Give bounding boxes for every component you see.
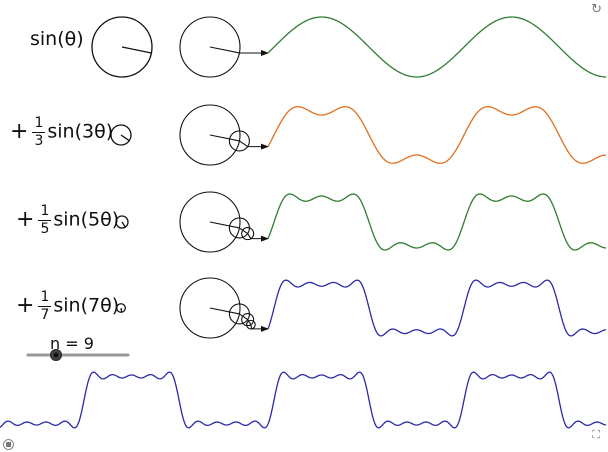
- fraction-numerator: 1: [38, 203, 52, 221]
- epicycle-circle-3: [228, 130, 250, 152]
- epicycle-radius-5: [247, 233, 252, 239]
- fraction-denominator: 5: [40, 220, 50, 237]
- partial-sum-wave-4: [267, 279, 607, 337]
- refresh-icon[interactable]: ↻: [591, 2, 602, 17]
- partial-sum-wave-3: [267, 193, 607, 251]
- epicycle-radius-1: [209, 46, 240, 54]
- epicycle-circle-7: [246, 319, 256, 330]
- slider-label: n = 9: [50, 334, 94, 353]
- fraction-numerator: 1: [32, 115, 46, 133]
- term-radius-5: [121, 221, 126, 228]
- term-radius-7: [120, 307, 123, 313]
- term-circle-3: [110, 124, 132, 146]
- term-circle-5: [115, 215, 129, 229]
- term-circle-7: [116, 303, 126, 313]
- term-func-3: sin(3θ): [47, 120, 114, 143]
- epicycle-radius-7: [250, 324, 253, 329]
- final-wave: [0, 371, 607, 429]
- epicycle-radius-3: [239, 140, 248, 148]
- epicycle-circle-5: [241, 227, 255, 241]
- fraction-numerator: 1: [38, 289, 52, 307]
- term-func-7: sin(7θ): [53, 294, 120, 317]
- term-func-1: sin(θ): [30, 28, 84, 50]
- term-prefix-5: +: [16, 206, 35, 232]
- epicycle-circle-1: [179, 191, 241, 253]
- slider-handle-dot: [53, 352, 59, 358]
- epicycle-circle-1: [179, 104, 241, 166]
- term-radius-3: [120, 134, 130, 142]
- fraction-denominator: 7: [40, 306, 50, 323]
- epicycle-circle-1: [179, 277, 241, 339]
- partial-sum-waves: [0, 16, 607, 429]
- epicycle-radius-1: [209, 134, 240, 142]
- epicycle-radius-3: [239, 313, 248, 321]
- term-prefix-3: +: [10, 118, 29, 144]
- fraction-denominator: 3: [34, 132, 44, 149]
- term-circle-1: [91, 16, 153, 78]
- epicycle-radius-5: [247, 319, 252, 325]
- term-circles: [91, 16, 153, 313]
- settings-icon[interactable]: ▪: [3, 439, 14, 450]
- epicycle-circle-5: [241, 313, 255, 327]
- fullscreen-icon[interactable]: ⛶: [592, 428, 600, 441]
- epicycle-radius-1: [209, 307, 240, 315]
- n-slider[interactable]: [26, 349, 130, 361]
- epicycle-circle-1: [179, 16, 241, 78]
- epicycle-radius-3: [239, 227, 248, 235]
- partial-sum-wave-2: [267, 106, 607, 164]
- term-radius-1: [121, 46, 152, 54]
- term-label-1: sin(θ): [30, 30, 84, 49]
- partial-sum-wave-1: [267, 16, 607, 78]
- epicycle-groups: [179, 16, 269, 339]
- term-prefix-7: +: [16, 292, 35, 318]
- epicycle-radius-1: [209, 221, 240, 229]
- term-func-5: sin(5θ): [53, 208, 120, 231]
